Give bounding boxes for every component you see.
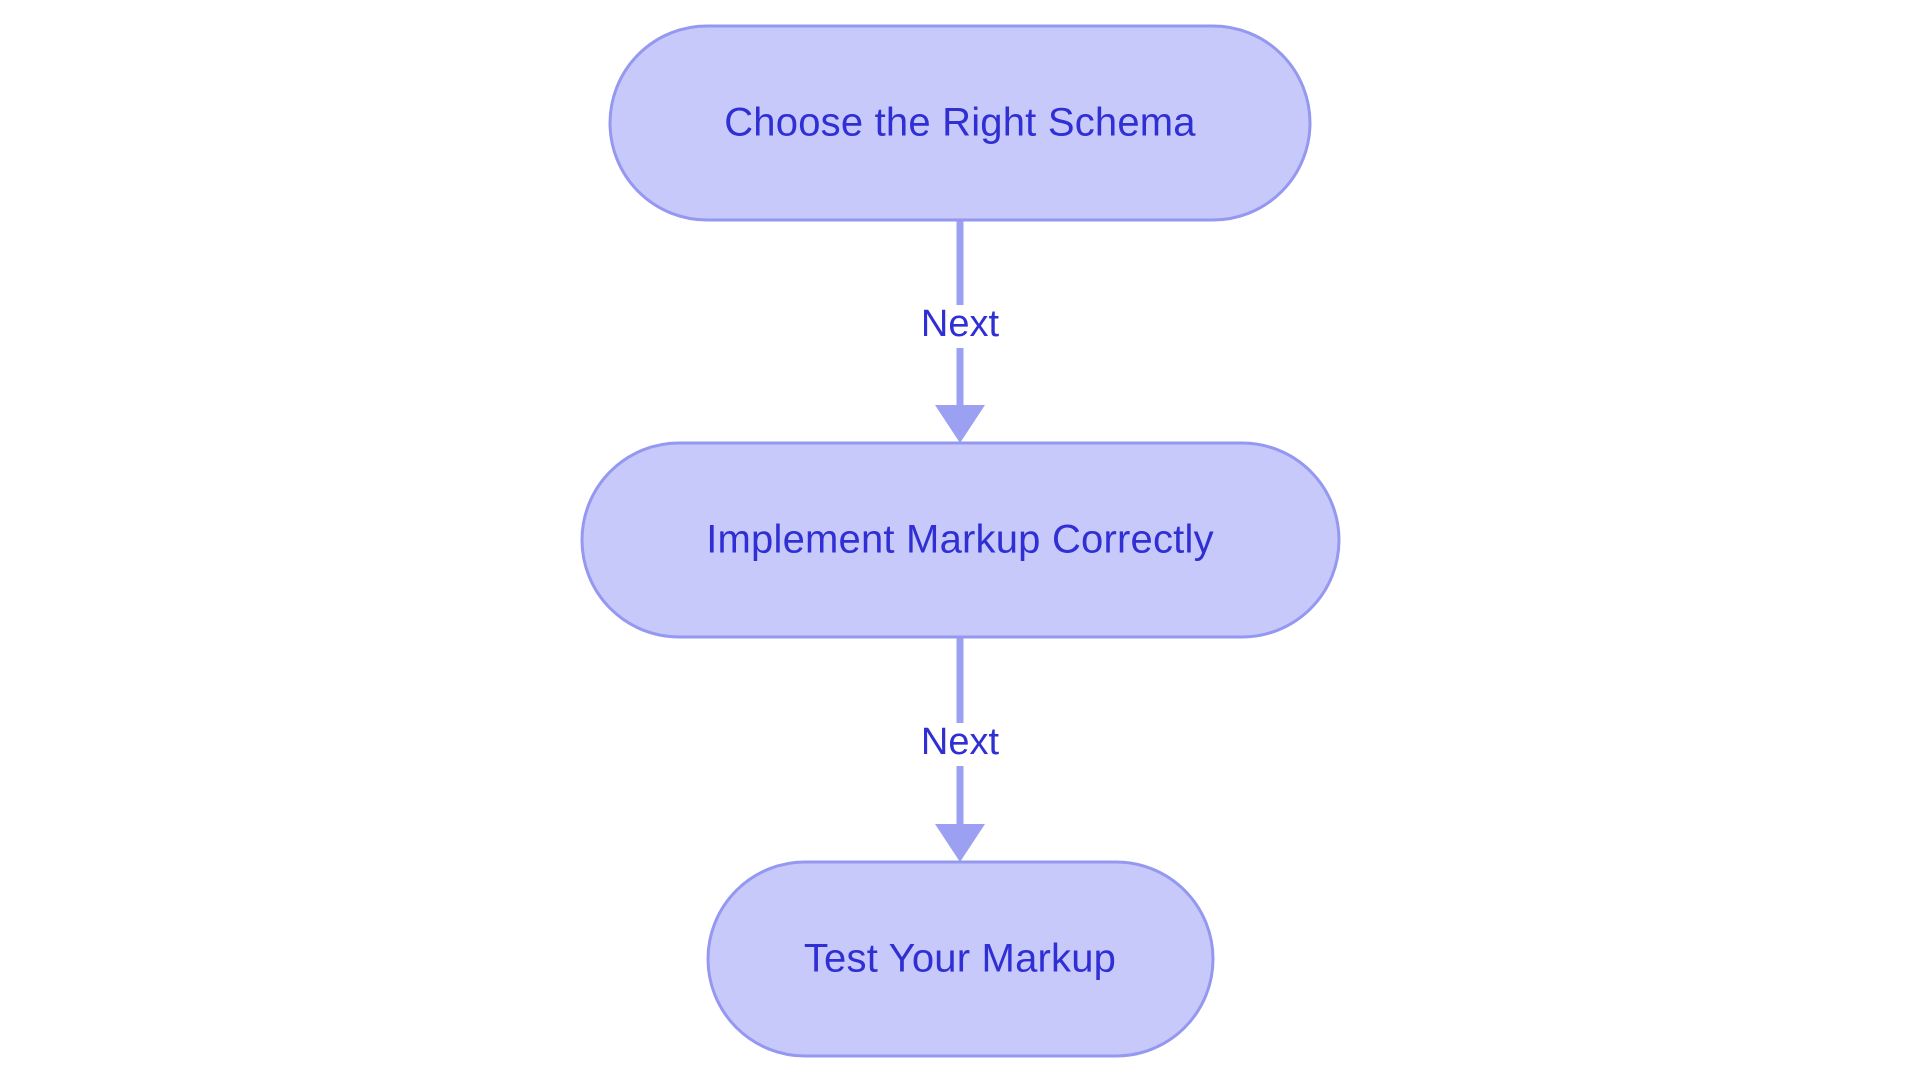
arrowhead-icon (935, 405, 985, 443)
node-label-1: Choose the Right Schema (724, 101, 1196, 145)
flow-node-test-your-markup[interactable]: Test Your Markup (706, 860, 1215, 1058)
node-shape-3[interactable] (706, 860, 1215, 1058)
node-label-2: Implement Markup Correctly (706, 518, 1214, 562)
edge-next-2: Next (921, 637, 1000, 862)
edge-next-1: Next (921, 220, 1000, 443)
flow-node-choose-the-right-schema[interactable]: Choose the Right Schema (608, 24, 1312, 222)
edge-label-next-2: Next (921, 721, 1000, 763)
flow-node-implement-markup-correctly[interactable]: Implement Markup Correctly (580, 441, 1341, 639)
node-shape-2[interactable] (580, 441, 1341, 639)
node-shape-1[interactable] (608, 24, 1312, 222)
edge-label-next-1: Next (921, 303, 1000, 345)
arrowhead-icon (935, 824, 985, 862)
node-label-3: Test Your Markup (804, 937, 1116, 981)
